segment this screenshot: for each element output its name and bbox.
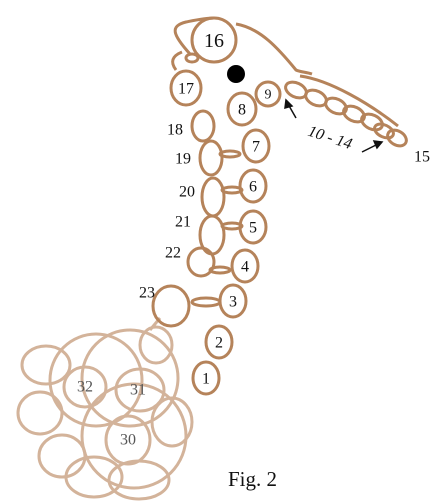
label-18: 18 <box>167 122 183 139</box>
label-9: 9 <box>265 88 272 103</box>
label-21: 21 <box>175 214 191 231</box>
label-19: 19 <box>175 151 191 168</box>
label-6: 6 <box>249 179 257 196</box>
label-15: 15 <box>414 149 430 166</box>
label-16: 16 <box>204 30 224 52</box>
ring-outline-small-2 <box>18 392 62 434</box>
label-17: 17 <box>178 81 194 98</box>
ring-outline-small-3 <box>39 435 85 477</box>
label-5: 5 <box>249 220 257 237</box>
ring-15 <box>385 127 409 149</box>
label-1: 1 <box>202 371 210 388</box>
chain-8-9 <box>256 98 258 100</box>
figure-caption: Fig. 2 <box>228 467 277 491</box>
bottom-motif <box>18 318 192 499</box>
ring-outline-small-7 <box>140 327 172 363</box>
eye-bead <box>227 65 245 83</box>
ring-18 <box>192 111 214 141</box>
label-8: 8 <box>238 102 246 119</box>
ring-20 <box>202 178 224 216</box>
label-31: 31 <box>130 382 146 399</box>
head-top-chain <box>236 24 312 74</box>
label-range: 10 - 14 <box>306 123 354 153</box>
ring-outline-small-1 <box>22 346 70 384</box>
ring-23 <box>153 286 189 326</box>
label-7: 7 <box>252 139 260 156</box>
label-3: 3 <box>229 294 237 311</box>
label-23: 23 <box>139 285 155 302</box>
label-22: 22 <box>165 245 181 262</box>
label-30: 30 <box>120 432 136 449</box>
head-left-chain <box>173 52 182 70</box>
crossbar-5 <box>192 298 220 306</box>
right-column <box>193 82 280 394</box>
arrow-left-head <box>285 100 292 108</box>
ring-19 <box>200 141 222 175</box>
label-2: 2 <box>215 335 223 352</box>
label-32: 32 <box>77 379 93 396</box>
label-20: 20 <box>179 184 195 201</box>
arrow-right-head <box>374 141 382 148</box>
label-4: 4 <box>241 259 249 276</box>
number-labels: 1 2 3 4 5 6 7 8 9 10 - 14 15 16 17 18 19… <box>77 30 430 449</box>
